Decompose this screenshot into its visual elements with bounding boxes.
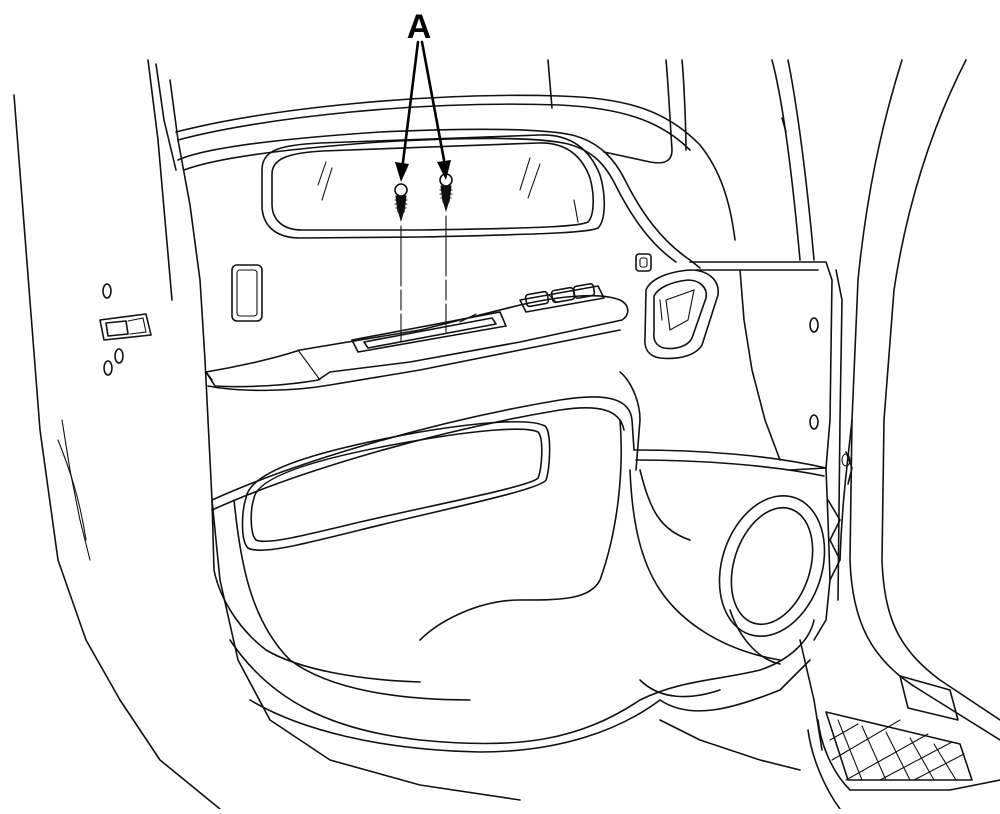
mat-crosshatch: [829, 719, 965, 781]
door-striker-latch: [99, 313, 152, 341]
speaker-grille: [718, 495, 826, 665]
cab-pillar-right: [771, 59, 1000, 741]
inner-lock-knob: [231, 264, 263, 322]
inner-door-handle: [644, 269, 719, 360]
trim-screw-left: [394, 183, 408, 343]
callout-arrows: [395, 40, 451, 182]
left-body-pillar: [13, 59, 221, 810]
mirror-clip: [635, 253, 652, 272]
pillar-holes: [102, 283, 124, 376]
window-opening: [261, 134, 606, 239]
door-lower-edge: [229, 619, 815, 753]
step-floor-mat: [659, 639, 1000, 810]
window-switch-plate: [351, 283, 605, 353]
trim-screw-right: [439, 173, 453, 333]
door-edge-right: [689, 261, 843, 641]
trim-panel-upper: [177, 128, 701, 269]
door-frame: [155, 59, 736, 801]
armrest: [205, 294, 629, 392]
callout-label-a: A: [407, 8, 432, 46]
trim-panel-lower: [211, 371, 827, 701]
